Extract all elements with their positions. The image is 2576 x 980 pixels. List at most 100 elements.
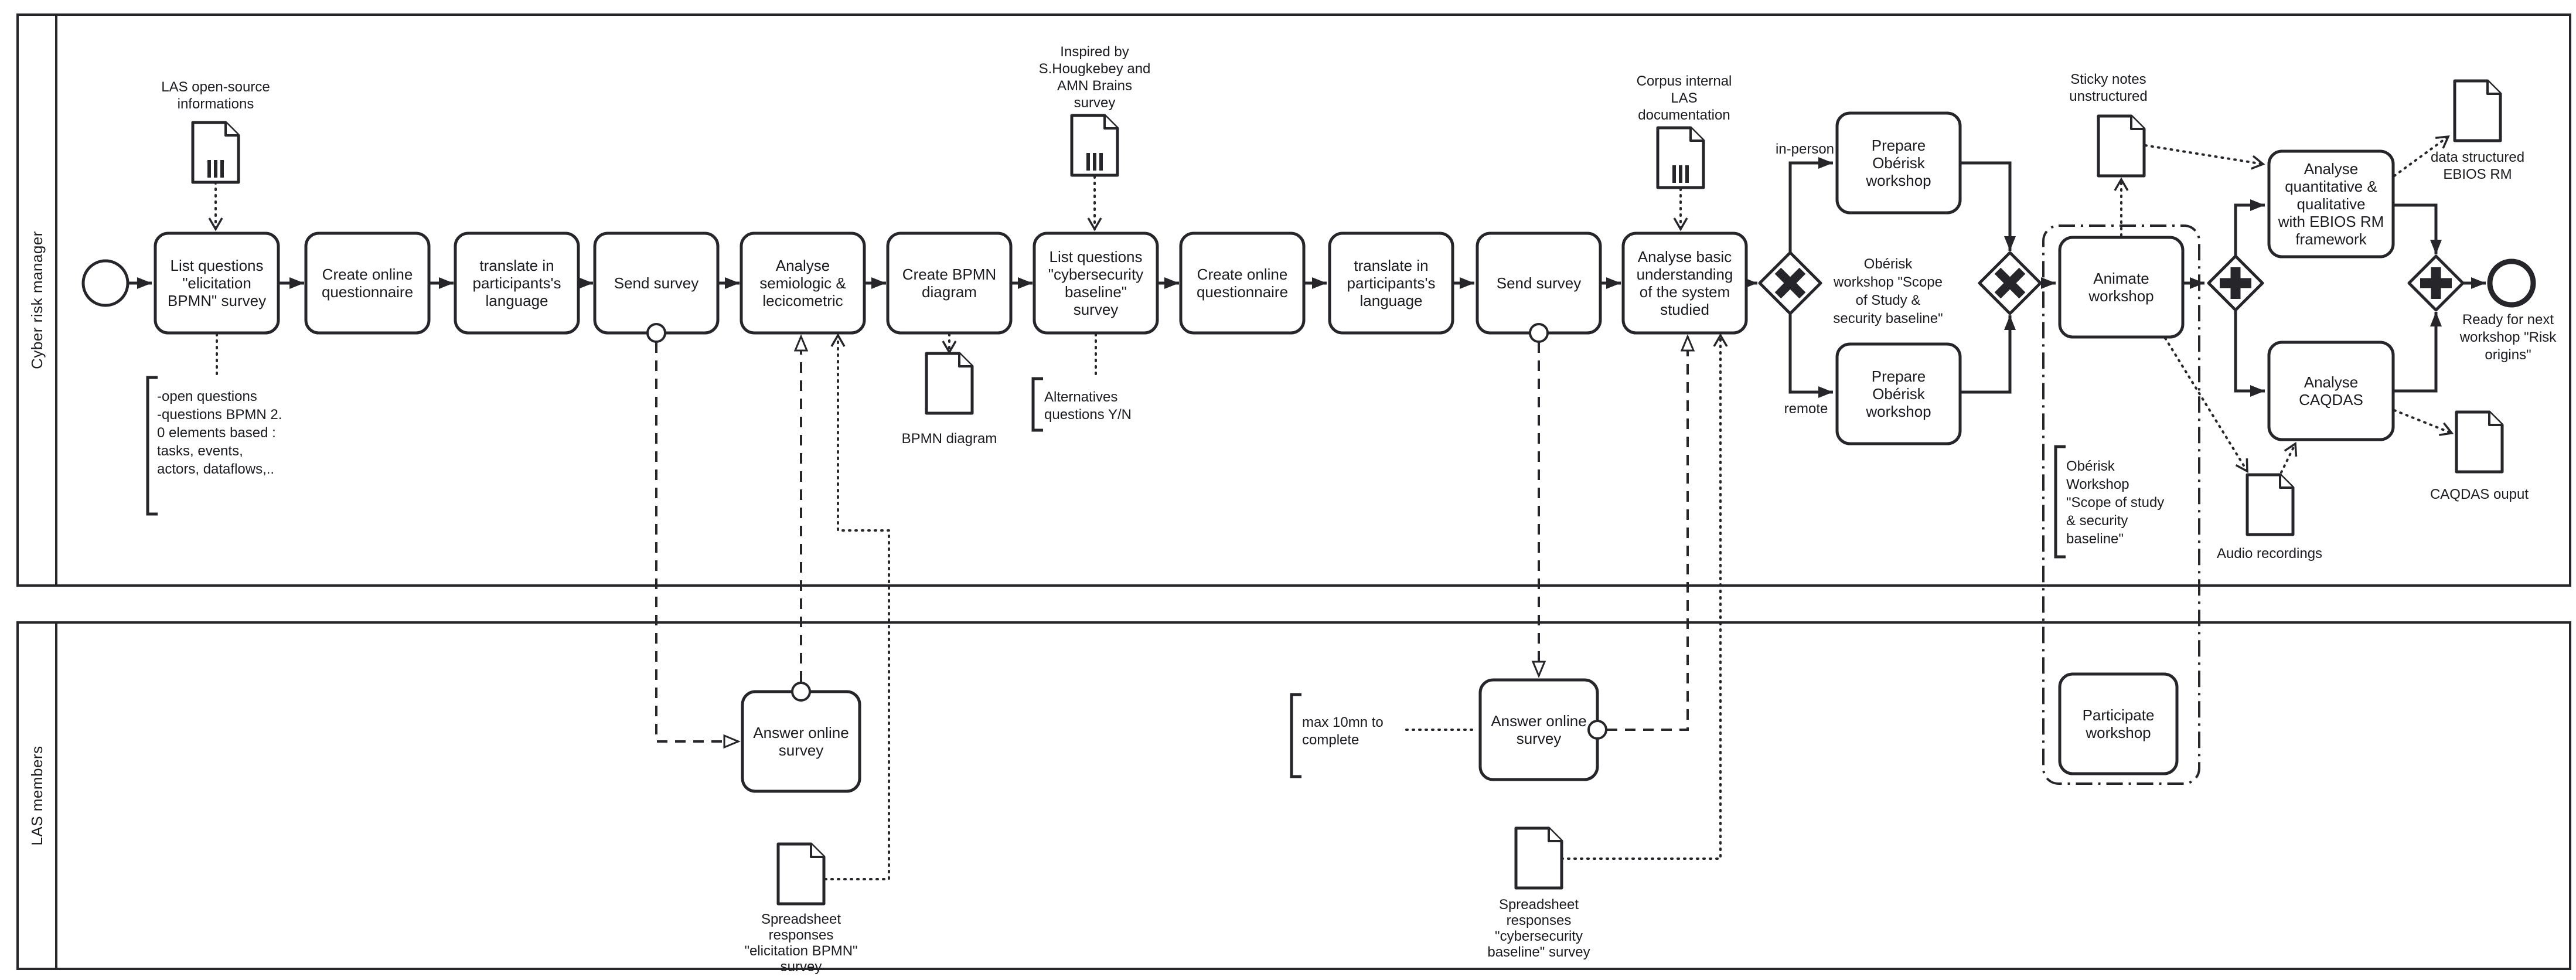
document-fold-icon [1103,115,1117,130]
document-icon [2455,410,2504,474]
task-animate-workshop-box [2058,236,2185,339]
task-list-questions-cybersecurity-baseline-survey-box [1033,232,1159,335]
document-fold-icon [1548,828,1562,842]
collection-marker-icon [1093,153,1096,171]
annotation-elicitation-question-types: -open questions-questions BPMN 2.0 eleme… [146,376,282,516]
task-translate-participants-language-2-box [1328,232,1454,335]
document-fold-icon [2279,475,2293,489]
data-assoc-animate-to-audio [2164,337,2248,473]
annotation-elicitation-question-types-text: -open questions-questions BPMN 2.0 eleme… [157,389,282,477]
annotation-elicitation-question-types-bracket-icon [146,376,158,516]
document-fold-icon [958,353,972,368]
document-icon [1514,826,1563,890]
parallel-gateway-icon [2220,267,2251,299]
data-assoc-sticky-to-analyse-quant [2144,144,2265,170]
message-point-send-survey-2-icon [1529,323,1549,343]
label-in-person: in-person [1776,141,1834,157]
gateway-parallel-split [2207,254,2264,312]
collection-marker-icon [214,160,217,178]
task-list-questions-elicitation-bpmn-survey-box [154,232,280,335]
sequence-flow-prepare-bottom-to-xmerge [1960,315,2016,394]
doc-audio-recordings-label: Audio recordings [2217,546,2322,562]
sequence-flow-parallel-to-analyse-quant [2234,199,2265,256]
document-fold-icon [810,844,824,858]
document-fold-icon [224,122,238,137]
task-prepare-oberisk-workshop-inperson-box [1835,111,1962,215]
pool-las-members-border [16,621,2571,970]
document-icon [776,842,826,906]
document-icon [1070,114,1119,177]
doc-spreadsheet-cybersecurity-baseline [1514,826,1563,890]
collection-marker-icon [1685,165,1689,183]
pool-cyber-risk-manager-label: Cyber risk manager [28,231,46,369]
doc-bpmn-diagram [925,352,974,415]
task-send-survey-2: Send survey [1476,232,1602,335]
doc-data-structured-ebios-rm [2453,79,2502,142]
data-assoc-spreadsheet1-to-analyse-semiologic [824,333,890,880]
sequence-flow-parallel-to-analyse-caqdas [2234,310,2265,397]
document-icon [925,352,974,415]
task-analyse-quantitative-qualitative-ebios-box [2267,149,2395,258]
parallel-gateway-icon [2420,267,2452,299]
task-send-survey-1: Send survey [593,232,720,335]
annotation-oberisk-workshop-scope-bracket-icon [2054,445,2066,559]
doc-las-open-source-informations [191,121,240,184]
collection-marker-icon [1679,165,1682,183]
task-prepare-oberisk-workshop-remote-box [1835,342,1962,445]
sequence-flow-prepare-top-to-xmerge [1960,161,2016,251]
message-flow-send1-to-answer1 [655,342,738,741]
collection-marker-icon [220,160,224,178]
message-flow-answer2-to-analyse-basic [1607,336,1688,731]
collection-marker-icon [1086,153,1090,171]
collection-marker-icon [207,160,211,178]
exclusive-gateway-icon [1994,267,2026,299]
doc-inspired-survey [1070,114,1119,177]
task-analyse-semiologic-lecicometric-box [740,232,866,335]
doc-spreadsheet-elicitation-bpmn [776,842,826,906]
document-icon [2097,114,2146,178]
doc-caqdas-output-label: CAQDAS ouput [2430,486,2529,502]
data-assoc-audio-to-caqdas [2280,441,2298,474]
document-fold-icon [2486,81,2500,95]
start-event-icon [81,259,130,307]
doc-audio-recordings [2246,473,2295,536]
